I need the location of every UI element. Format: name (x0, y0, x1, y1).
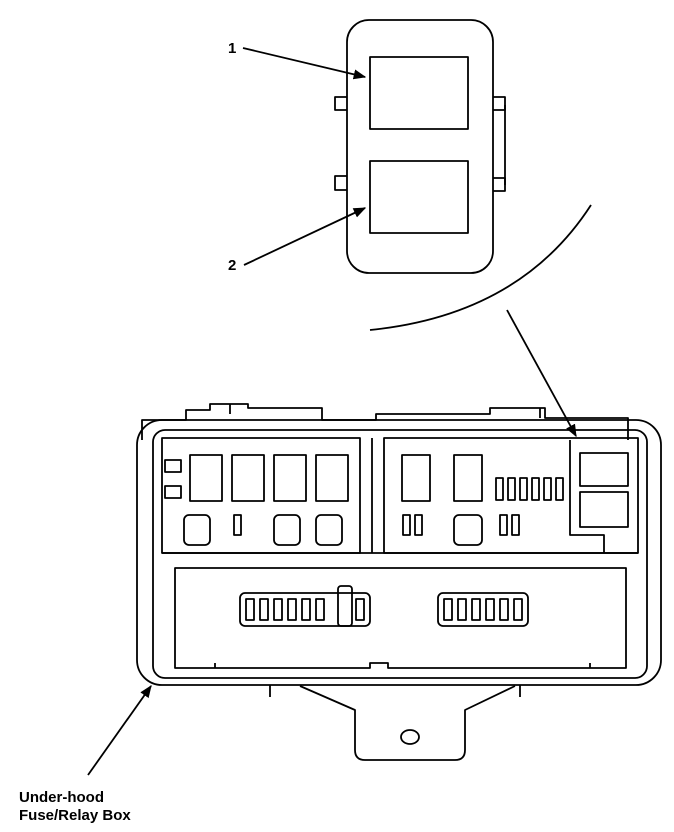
box-inner (152, 429, 648, 679)
label-2: 2 (228, 257, 236, 274)
relay-2 (369, 160, 469, 234)
right-tab-lower (493, 177, 506, 192)
relay-location (569, 440, 605, 553)
lower-panel (174, 567, 627, 669)
label-1: 1 (228, 40, 236, 57)
leader-line-1 (242, 47, 367, 80)
relay-1 (369, 56, 469, 130)
connector-left (239, 592, 371, 627)
relay-holder (346, 19, 494, 274)
zoom-arc (369, 204, 592, 331)
relay-location-1 (579, 452, 629, 487)
mounting-bracket (269, 685, 521, 761)
fuse-relay-box (136, 403, 662, 761)
leader-line-2 (243, 207, 367, 266)
zoom-pointer (506, 309, 577, 438)
box-label-line2: Fuse/Relay Box (19, 807, 131, 824)
relay-detail-panel (334, 19, 506, 274)
left-tab-upper (334, 96, 347, 111)
relay-location-2 (579, 491, 629, 528)
left-tab-lower (334, 175, 347, 191)
right-tab-upper (493, 96, 506, 111)
connector-right (437, 592, 529, 627)
mounting-hole (400, 729, 420, 745)
top-clips (141, 403, 629, 440)
box-outer (136, 419, 662, 686)
box-label-line1: Under-hood (19, 789, 104, 806)
leader-line-box (87, 684, 152, 776)
